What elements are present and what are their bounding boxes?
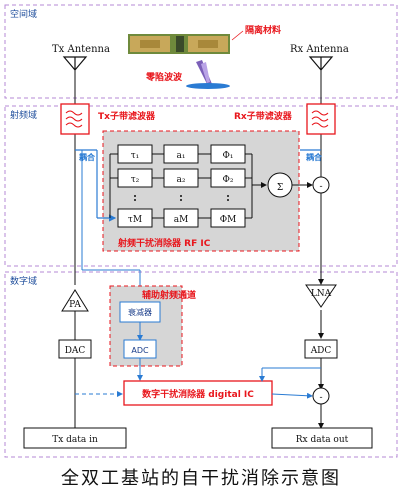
digital-canceller-box: [123, 380, 273, 406]
tap-gain-1: a₁: [177, 151, 186, 161]
tap-row-2: τ₂ a₂ Φ₂: [117, 168, 246, 188]
tap-phase-m: ΦM: [220, 215, 237, 225]
tx-antenna-label: Tx Antenna: [52, 44, 110, 55]
pa-label: PA: [69, 300, 81, 310]
tap-gain-m: aM: [174, 215, 189, 225]
digital-domain-box: [4, 271, 398, 458]
isolation-pointer: [231, 30, 244, 41]
digital-subtractor-symbol: -: [319, 393, 322, 403]
rx-antenna-label: Rx Antenna: [290, 44, 349, 55]
tap-phase-1: Φ₁: [223, 151, 234, 161]
space-domain-box: [4, 4, 398, 99]
tx-data-in-box: [23, 427, 127, 449]
lna-amplifier: [305, 284, 337, 308]
tx-data-in-label: Tx data in: [52, 435, 98, 445]
tap-phase-2: Φ₂: [223, 175, 234, 185]
tap-row-m: τM aM ΦM: [117, 208, 246, 228]
isolation-material-label: 隔离材料: [245, 24, 281, 36]
rx-antenna-icon: [308, 56, 334, 71]
rx-data-out-label: Rx data out: [296, 435, 349, 445]
tap-delay-m: τM: [128, 215, 142, 225]
coupler-right-label: 耦合: [306, 152, 323, 162]
rx-filter-icon: [306, 103, 336, 135]
rf-canceller-label: 射频干扰消除器 RF IC: [117, 237, 211, 249]
rx-filter-label: Rx子带滤波器: [234, 110, 293, 122]
isolation-material-image: [128, 34, 230, 54]
pa-amplifier: [61, 289, 89, 312]
tap-gain-2: a₂: [177, 175, 186, 185]
rf-domain-label: 射频域: [10, 109, 37, 121]
rx-adc-box: [304, 339, 338, 359]
tap-row-1: τ₁ a₁ Φ₁: [117, 144, 246, 164]
tx-filter-icon: [60, 103, 90, 135]
rf-domain-box: [4, 105, 398, 267]
ellipsis-dots: [134, 195, 229, 201]
null-steering-beam-icon: [186, 60, 230, 89]
digital-canceller-label: 数字干扰消除器 digital IC: [142, 388, 254, 400]
dac-box: [58, 339, 92, 359]
rx-data-out-box: [271, 427, 373, 449]
tap-delay-2: τ₂: [131, 175, 140, 185]
sum-symbol: Σ: [277, 183, 283, 193]
rf-subtractor-node: [312, 176, 330, 194]
lna-label: LNA: [311, 289, 332, 299]
aux-rf-channel-label: 辅助射频通道: [142, 289, 196, 301]
tap-delay-1: τ₁: [131, 151, 140, 161]
rf-subtractor-symbol: -: [319, 182, 322, 192]
dac-label: DAC: [65, 346, 86, 356]
coupler-left-label: 耦合: [79, 152, 96, 162]
tx-antenna-icon: [62, 56, 88, 71]
aux-adc-label: ADC: [131, 346, 149, 355]
null-wave-label: 零陷波波: [145, 71, 183, 83]
tx-filter-label: Tx子带滤波器: [98, 110, 156, 122]
rx-adc-label: ADC: [310, 346, 332, 356]
space-domain-label: 空间域: [10, 8, 37, 20]
digital-domain-label: 数字域: [10, 275, 37, 287]
figure-caption: 全双工基站的自干扰消除示意图: [61, 468, 341, 489]
digital-subtractor-node: [312, 387, 330, 405]
attenuator-label: 衰减器: [128, 307, 152, 317]
